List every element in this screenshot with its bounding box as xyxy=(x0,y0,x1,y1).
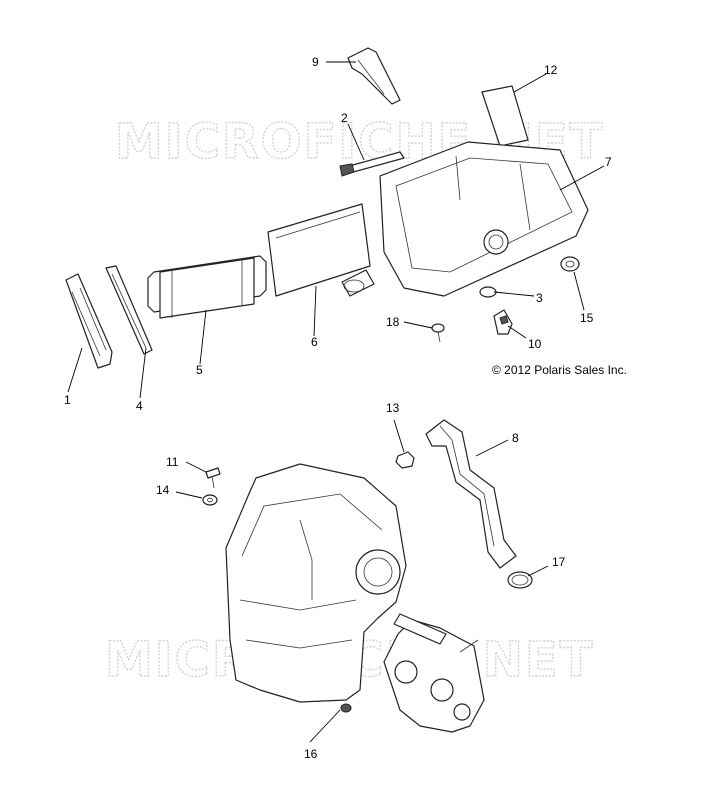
part-7-airbox xyxy=(341,141,589,297)
copyright-notice: © 2012 Polaris Sales Inc. xyxy=(492,363,627,377)
callout-8: 8 xyxy=(512,431,519,445)
callout-3: 3 xyxy=(536,291,543,305)
callout-17: 17 xyxy=(552,555,566,569)
callout-10: 10 xyxy=(528,337,542,351)
callout-7: 7 xyxy=(605,155,612,169)
leader-lines xyxy=(67,61,605,743)
part-5-filter-element xyxy=(147,255,267,319)
callout-1: 1 xyxy=(64,393,71,407)
part-12-label xyxy=(481,85,529,147)
callout-11: 11 xyxy=(166,455,179,469)
part-3-o-ring xyxy=(479,286,497,298)
callout-14: 14 xyxy=(156,483,170,497)
callout-13: 13 xyxy=(386,401,400,415)
part-8-hose xyxy=(425,419,517,569)
throttle-body xyxy=(383,613,485,733)
part-2-clamp xyxy=(339,151,405,177)
part-4-gasket xyxy=(105,265,153,355)
part-15-grommet xyxy=(560,256,580,272)
callout-9: 9 xyxy=(312,55,319,69)
intake-plenum xyxy=(225,463,407,703)
part-11-bolt xyxy=(205,467,221,489)
part-14-washer xyxy=(202,494,218,506)
part-17-hose-clamp xyxy=(507,571,533,589)
callout-2: 2 xyxy=(341,111,348,125)
callout-12: 12 xyxy=(544,63,558,77)
part-1-cover-plate xyxy=(65,273,113,369)
part-9-bracket xyxy=(347,47,401,105)
part-10-drain-valve xyxy=(493,309,513,335)
part-6-pre-filter xyxy=(267,203,371,297)
callout-15: 15 xyxy=(580,311,594,325)
callout-16: 16 xyxy=(304,747,318,761)
callout-5: 5 xyxy=(196,363,203,377)
callout-18: 18 xyxy=(386,315,400,329)
callout-4: 4 xyxy=(136,399,143,413)
callout-6: 6 xyxy=(311,335,318,349)
part-16-clip xyxy=(340,703,352,713)
part-13-nut xyxy=(395,451,415,469)
part-18-push-clip xyxy=(431,323,445,343)
